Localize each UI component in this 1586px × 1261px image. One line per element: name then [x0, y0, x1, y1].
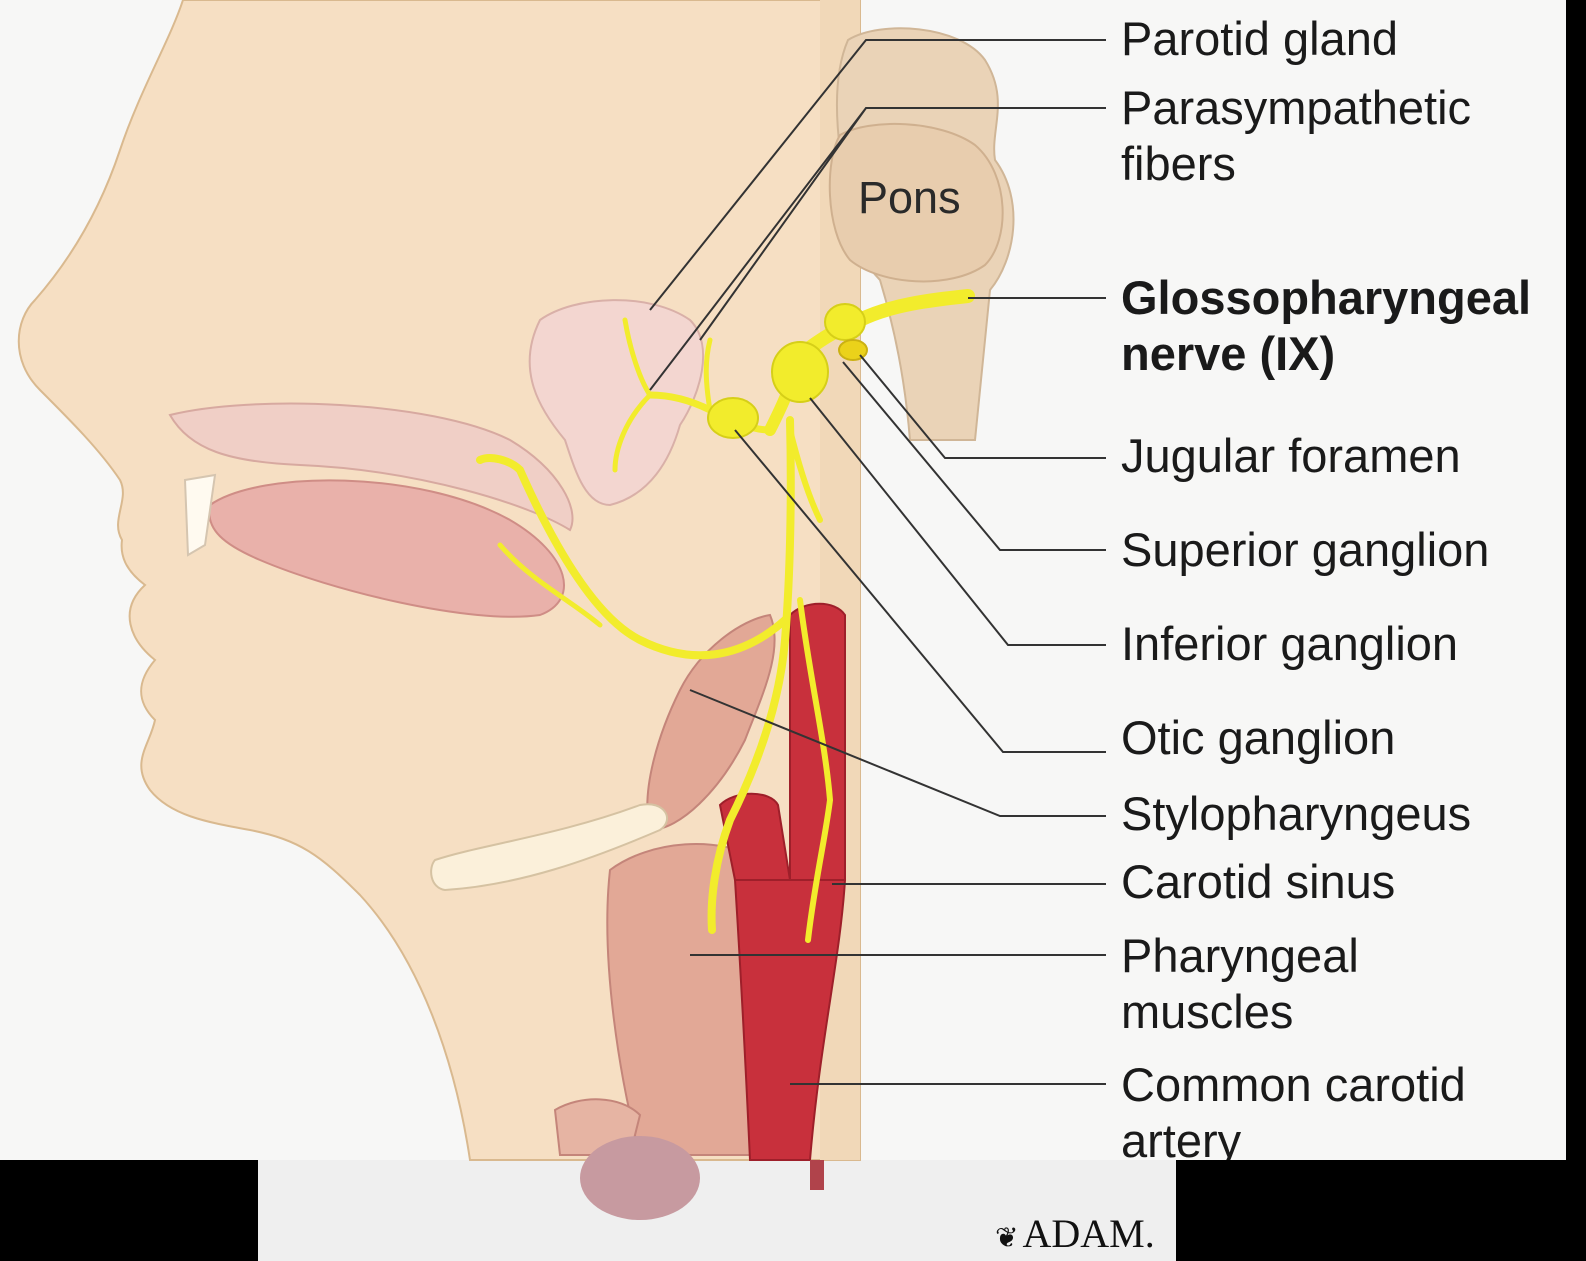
- label-pharyngeal-muscles: Pharyngeal muscles: [1121, 928, 1359, 1040]
- label-parotid-gland: Parotid gland: [1121, 11, 1398, 67]
- label-superior-ganglion: Superior ganglion: [1121, 522, 1489, 578]
- tongue-bottom: [580, 1136, 700, 1220]
- logo-text: ADAM.: [1022, 1211, 1154, 1256]
- label-otic-ganglion: Otic ganglion: [1121, 710, 1395, 766]
- label-common-carotid-artery: Common carotid artery: [1121, 1057, 1466, 1160]
- label-carotid-sinus: Carotid sinus: [1121, 854, 1395, 910]
- pons-label: Pons: [858, 172, 961, 224]
- label-parasympathetic-fibers: Parasympathetic fibers: [1121, 80, 1471, 192]
- bottom-left-black: [0, 1160, 258, 1261]
- label-glossopharyngeal-nerve: Glossopharyngeal nerve (IX): [1121, 270, 1531, 382]
- label-jugular-foramen: Jugular foramen: [1121, 428, 1461, 484]
- bottom-right-black: [1176, 1160, 1586, 1261]
- label-inferior-ganglion: Inferior ganglion: [1121, 616, 1458, 672]
- superior-ganglion-shape: [825, 304, 865, 340]
- artery-stub: [810, 1160, 824, 1190]
- leaf-icon: ❦: [995, 1223, 1018, 1254]
- otic-ganglion-shape: [708, 398, 758, 438]
- label-stylopharyngeus: Stylopharyngeus: [1121, 786, 1471, 842]
- inferior-ganglion-shape: [772, 342, 828, 402]
- adam-logo: ❦ADAM.: [995, 1210, 1155, 1257]
